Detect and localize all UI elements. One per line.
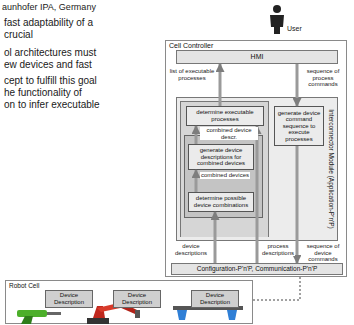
slide-text: aunhofer IPA, Germany: [2, 2, 96, 12]
connector-arrow: [256, 126, 259, 263]
connector-arrow: [219, 64, 222, 106]
flow-label: process descriptions: [261, 243, 295, 256]
box-text: Device Description: [192, 291, 238, 306]
process-box: generate device descriptions for combine…: [188, 144, 254, 170]
connector-arrow: [296, 64, 299, 106]
box-text: generate device descriptions for combine…: [189, 146, 253, 168]
box-text: determine possible device combinations: [189, 194, 253, 209]
process-box: Configuration-P'n'P, Communication-P'n'P: [171, 263, 343, 275]
flow-label: list of executable processes: [168, 68, 216, 81]
slide-text: fast adaptability of a: [4, 17, 93, 28]
flow-label: combined device descr.: [200, 127, 258, 140]
box-text: Interconnector Module (Application-P'n'P…: [325, 99, 335, 239]
process-box: HMI: [176, 50, 338, 64]
box-text: Robot Cell: [9, 282, 39, 289]
flow-label: sequence of process commands: [301, 68, 345, 88]
slide-text: cept to fulfill this goal: [4, 75, 97, 86]
connector-arrow: [214, 212, 217, 263]
connector-arrow: [296, 146, 299, 263]
process-box: Device Description: [113, 290, 161, 308]
box-text: generate device command sequence to exec…: [275, 109, 323, 144]
flow-label: device descriptions: [169, 243, 213, 256]
flow-label: sequence of device commands: [301, 243, 345, 263]
slide-text: on to infer executable: [4, 99, 100, 110]
slide-text: ol architectures must: [4, 47, 96, 58]
process-box: determine executable processes: [186, 106, 264, 126]
connector-arrow: [195, 126, 198, 144]
slide-text: ew devices and fast: [4, 59, 92, 70]
container-box: Robot CellDevice Description Device Descr…: [5, 280, 253, 324]
process-box: determine possible device combinations: [188, 192, 254, 212]
box-text: determine executable processes: [187, 108, 263, 123]
container-box: Interconnector Module (Application-P'n'P…: [176, 97, 338, 241]
flow-label: combined devices: [200, 172, 250, 179]
drill-figure: [17, 310, 61, 324]
slide-text: he functionality of: [4, 87, 82, 98]
slide-text: crucial: [4, 29, 33, 40]
box-text: Device Description: [114, 291, 160, 306]
box-text: Device Description: [46, 291, 92, 306]
process-box: generate device command sequence to exec…: [274, 106, 324, 146]
actor-label: User: [287, 25, 302, 32]
process-box: Device Description: [45, 290, 93, 308]
process-box: Device Description: [191, 290, 239, 308]
connector-arrow: [253, 275, 300, 300]
box-text: Configuration-P'n'P, Communication-P'n'P: [196, 264, 318, 273]
connector-arrow: [195, 170, 198, 192]
box-text: HMI: [250, 52, 265, 62]
box-text: Cell Controller: [169, 42, 213, 50]
